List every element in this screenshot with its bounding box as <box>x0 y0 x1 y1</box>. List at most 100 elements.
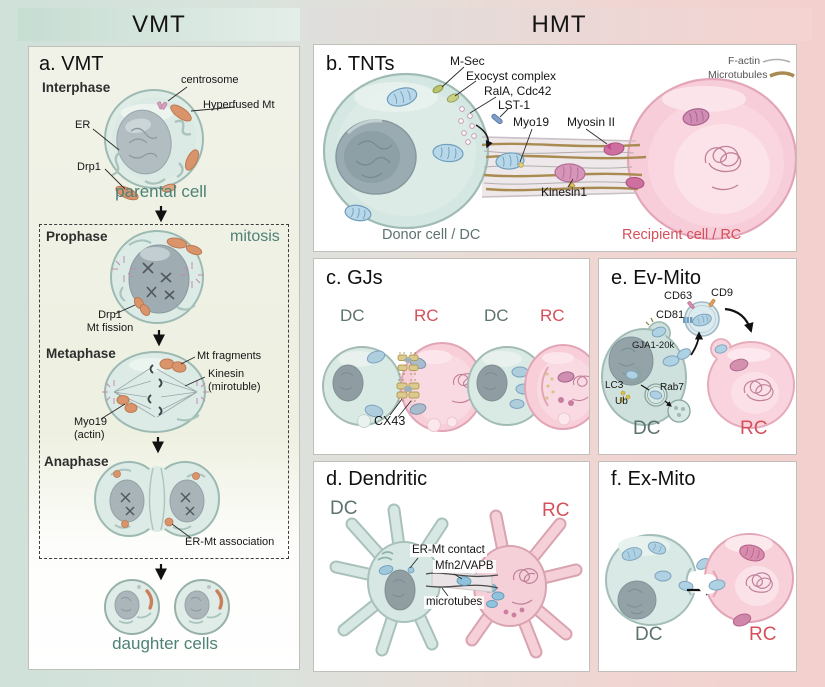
donor-cell-label: Donor cell / DC <box>382 227 481 243</box>
ex-recipient-cell <box>698 533 794 627</box>
anaphase-cell <box>94 461 220 539</box>
centrosome-label: centrosome <box>181 74 239 86</box>
neurite-bridge <box>425 569 499 593</box>
myo19-label-1: Myo19 <box>74 416 108 428</box>
hyperfused-mt-label: Hyperfused Mt <box>203 99 275 111</box>
panel-d-dendritic: d. Dendritic DC RC ER-Mt contact Mfn2/VA… <box>313 461 590 672</box>
microtubes-label: microtubes <box>424 596 485 609</box>
panel-a-title: a. VMT <box>39 53 104 75</box>
cx43-label: CX43 <box>374 414 406 428</box>
cd9-icon <box>708 298 716 308</box>
panel-b-tnts: b. TNTs M-Sec Exocyst complex RalA, Cdc4… <box>313 44 797 252</box>
kinesin1-label: Kinesin1 <box>541 185 588 199</box>
er-mt-contact-label: ER-Mt contact <box>410 544 487 557</box>
myo19-label-2: (actin) <box>74 429 105 441</box>
panel-f-ex-mito: f. Ex-Mito DC RC <box>598 461 797 672</box>
panel-e-title: e. Ev-Mito <box>611 267 702 289</box>
dc-label: DC <box>633 418 661 439</box>
panel-b-title: b. TNTs <box>326 53 395 75</box>
myosin-ii-icon <box>606 143 612 150</box>
mitochondrion-icon <box>115 104 199 201</box>
recipient-cell-label: Recipient cell / RC <box>622 227 742 243</box>
spindle-aster-icon <box>112 256 204 288</box>
microtubules-legend-label: Microtubules <box>708 69 768 81</box>
recipient-cell <box>626 77 796 241</box>
vesicle-cluster <box>458 106 477 145</box>
panel-d-title: d. Dendritic <box>326 468 428 490</box>
mito-pink-bridge <box>554 163 586 183</box>
anaphase-label: Anaphase <box>44 454 109 469</box>
fusion-donor-cell <box>467 346 546 426</box>
mito-pink-small <box>625 176 645 190</box>
er-label: ER <box>75 119 91 131</box>
mitosis-label: mitosis <box>230 228 280 245</box>
panel-c-gjs: c. GJs DC RC DC RC CX43 <box>313 258 590 455</box>
cd9-label: CD9 <box>711 287 734 299</box>
rc-label: RC <box>740 418 768 439</box>
vmt-header-label: VMT <box>132 10 186 38</box>
extracellular-vesicle <box>683 298 720 337</box>
centrosome-icon <box>157 101 168 110</box>
er-mt-association-label: ER-Mt association <box>185 536 275 548</box>
f-actin-legend-icon <box>762 58 791 63</box>
ub-label: Ub <box>615 396 628 407</box>
kinesin-label-2: (mirotuble) <box>208 381 261 393</box>
gja1-20k-label: GJA1-20k <box>632 340 675 351</box>
cd63-label: CD63 <box>664 290 693 302</box>
donor-cell <box>322 72 490 230</box>
dc-label-2: DC <box>484 306 509 325</box>
rc-label: RC <box>542 500 570 521</box>
daughter-cells-caption: daughter cells <box>112 634 218 653</box>
parental-cell-caption: parental cell <box>115 182 207 201</box>
cd63-icon <box>687 301 695 309</box>
metaphase-label: Metaphase <box>46 346 116 361</box>
microtubules-legend-icon <box>769 71 795 78</box>
drp1-fission-label-1: Drp1 <box>98 309 122 321</box>
gap-junction-channels <box>396 354 420 399</box>
prophase-label: Prophase <box>46 229 108 244</box>
donor-mitochondria <box>344 87 464 222</box>
mfn2-vapb-label: Mfn2/VAPB <box>433 560 496 573</box>
rc-label-2: RC <box>540 306 565 325</box>
panel-e-illustration <box>601 298 795 429</box>
dc-label-1: DC <box>340 306 365 325</box>
drp1-fission-label-2: Mt fission <box>86 322 134 334</box>
exocyst-complex-label: Exocyst complex <box>466 69 557 83</box>
interphase-label: Interphase <box>42 80 111 95</box>
drp1-label: Drp1 <box>77 161 101 173</box>
myo19-label: Myo19 <box>513 115 550 129</box>
panel-b-illustration <box>322 58 796 241</box>
ev-recipient-cell <box>707 338 795 429</box>
dc-label: DC <box>330 498 358 519</box>
f-actin-legend-label: F-actin <box>728 55 761 67</box>
panel-e-ev-mito: e. Ev-Mito CD63 CD9 CD81 GJA1-20k LC3 Ub… <box>598 258 797 455</box>
panel-a-illustration <box>92 86 236 635</box>
mt-fragments-label: Mt fragments <box>197 350 262 362</box>
cd81-label: CD81 <box>656 309 685 321</box>
lst1-icon <box>491 113 503 125</box>
mitosis-dashed-box <box>39 224 289 559</box>
myosin-ii-label: Myosin II <box>567 115 616 129</box>
lst1-label: LST-1 <box>498 98 531 112</box>
exocyst-icon <box>446 93 460 103</box>
mito-blue-bridge <box>495 152 525 170</box>
kinesin1-motor-icon <box>568 181 576 188</box>
daughter-cells <box>104 579 230 635</box>
metaphase-cell <box>100 351 209 433</box>
rc-label-1: RC <box>414 306 439 325</box>
panel-f-title: f. Ex-Mito <box>611 468 696 490</box>
panel-d-illustration <box>329 503 583 659</box>
prophase-cell <box>110 230 204 324</box>
rc-label: RC <box>749 624 777 645</box>
rala-cdc42-label: RalA, Cdc42 <box>484 84 552 98</box>
rab7-label: Rab7 <box>660 382 684 393</box>
fusion-recipient-cell <box>524 344 589 430</box>
myo19-motor-icon <box>518 162 524 168</box>
hmt-column-header: HMT <box>306 8 812 41</box>
interphase-cell <box>92 86 236 201</box>
lc3-label: LC3 <box>605 380 624 391</box>
panel-f-illustration <box>605 533 794 627</box>
cd81-icon <box>683 317 693 323</box>
ev-donor-cell <box>601 317 691 426</box>
